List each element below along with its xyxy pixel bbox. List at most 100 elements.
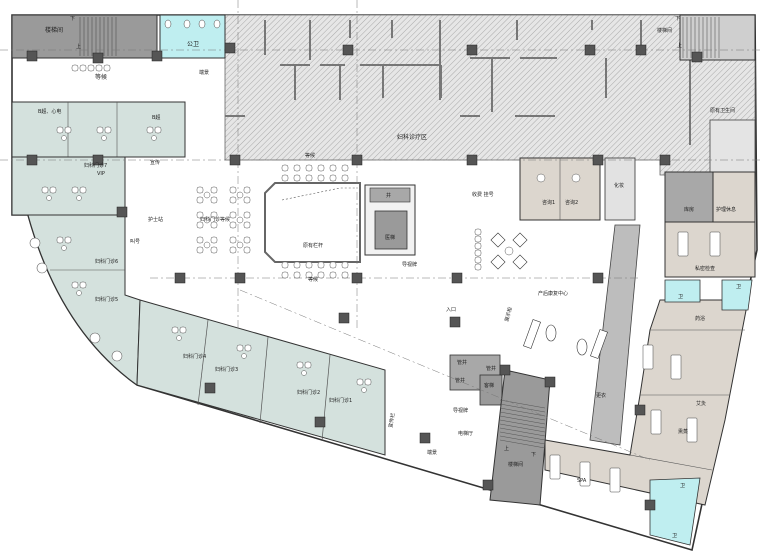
chair bbox=[474, 242, 482, 250]
label-clinic-7: 妇科门诊7 bbox=[84, 162, 107, 169]
chair bbox=[281, 261, 289, 269]
chair bbox=[305, 261, 313, 269]
label-clinic-2: 妇科门诊2 bbox=[297, 389, 320, 396]
label-consult-1: 咨询1 bbox=[542, 199, 555, 206]
columns bbox=[26, 42, 703, 511]
chair bbox=[293, 261, 301, 269]
table bbox=[101, 135, 107, 141]
table bbox=[151, 135, 157, 141]
chair bbox=[196, 196, 204, 204]
chair bbox=[281, 174, 289, 182]
table bbox=[504, 246, 514, 256]
stair-tread bbox=[499, 415, 546, 425]
label-shaft-a: 管井 bbox=[457, 359, 467, 366]
chair bbox=[293, 271, 301, 279]
chair bbox=[244, 344, 252, 352]
column bbox=[314, 416, 326, 428]
chair bbox=[304, 361, 312, 369]
column bbox=[151, 50, 163, 62]
chair bbox=[146, 126, 154, 134]
chair bbox=[179, 326, 187, 334]
label-treatment-zone: 妇科诊疗区 bbox=[397, 133, 427, 141]
label-postpartum: 产后康复中心 bbox=[538, 290, 568, 297]
sofa bbox=[523, 319, 541, 349]
chair bbox=[64, 236, 72, 244]
label-medical-elevator: 医梯 bbox=[385, 234, 395, 241]
column bbox=[499, 364, 511, 376]
label-display: 展示柜 bbox=[503, 306, 514, 322]
column bbox=[342, 44, 354, 56]
label-waiting-upper: 等候 bbox=[305, 152, 315, 159]
bed bbox=[609, 467, 621, 493]
label-public-wc: 公卫 bbox=[187, 41, 199, 48]
column bbox=[451, 272, 463, 284]
column bbox=[26, 50, 38, 62]
chair bbox=[356, 378, 364, 386]
chair bbox=[364, 378, 372, 386]
treatment-zone-area bbox=[224, 14, 756, 176]
table bbox=[76, 290, 82, 296]
label-changing: 更衣 bbox=[596, 392, 606, 399]
chair bbox=[474, 228, 482, 236]
nursing-rest-room bbox=[712, 171, 756, 223]
chair bbox=[56, 236, 64, 244]
chair bbox=[79, 64, 87, 72]
bed bbox=[650, 409, 662, 435]
label-nurse-station: 护士站 bbox=[148, 216, 163, 223]
column bbox=[419, 432, 431, 444]
table bbox=[301, 370, 307, 376]
column bbox=[592, 272, 604, 284]
chair bbox=[474, 235, 482, 243]
chair bbox=[210, 246, 218, 254]
shaft-box bbox=[369, 187, 411, 203]
stair-tread bbox=[499, 431, 546, 441]
table bbox=[545, 324, 557, 342]
room-labels: 楼梯间 下 上 公卫 等候 端景 B超、心电 B超 宣传 妇科门诊7 VIP 护… bbox=[38, 16, 741, 539]
table bbox=[76, 195, 82, 201]
chair bbox=[41, 186, 49, 194]
chair bbox=[104, 126, 112, 134]
table bbox=[236, 241, 244, 249]
chair bbox=[329, 261, 337, 269]
chair bbox=[96, 126, 104, 134]
label-steam: 熏蒸 bbox=[678, 428, 688, 435]
column bbox=[174, 272, 186, 284]
label-vip: VIP bbox=[97, 171, 105, 177]
label-wc-4: 卫 bbox=[672, 533, 677, 539]
label-moxibustion: 艾灸 bbox=[696, 400, 706, 407]
chair bbox=[281, 164, 289, 172]
table bbox=[236, 216, 244, 224]
label-stair-b-up: 上 bbox=[504, 445, 509, 452]
chair bbox=[243, 186, 251, 194]
chair bbox=[329, 164, 337, 172]
table bbox=[236, 191, 244, 199]
label-passenger-elevator: 客梯 bbox=[484, 382, 494, 389]
chair bbox=[305, 271, 313, 279]
chair bbox=[341, 164, 349, 172]
label-guide-sign-1: 导视牌 bbox=[402, 261, 417, 268]
table bbox=[536, 173, 546, 183]
label-consult-2: 咨询2 bbox=[565, 199, 578, 206]
therapy-rooms bbox=[544, 299, 749, 506]
chair bbox=[103, 64, 111, 72]
chair bbox=[329, 174, 337, 182]
label-railing: 原有栏杆 bbox=[303, 242, 323, 249]
chair bbox=[341, 261, 349, 269]
corridor bbox=[589, 224, 641, 446]
label-storage: 库房 bbox=[684, 206, 694, 213]
chair bbox=[56, 126, 64, 134]
column bbox=[234, 272, 246, 284]
chair bbox=[329, 271, 337, 279]
label-entrance: 入口 bbox=[446, 307, 456, 313]
table bbox=[203, 241, 211, 249]
chair bbox=[64, 126, 72, 134]
table bbox=[571, 173, 581, 183]
chair bbox=[196, 236, 204, 244]
column bbox=[544, 376, 556, 388]
stair-treads-top-left bbox=[79, 17, 117, 56]
table bbox=[203, 191, 211, 199]
chair bbox=[305, 174, 313, 182]
label-stair-tr-up: 上 bbox=[677, 42, 682, 49]
table bbox=[176, 335, 182, 341]
label-waiting-lower: 等候 bbox=[308, 276, 318, 283]
